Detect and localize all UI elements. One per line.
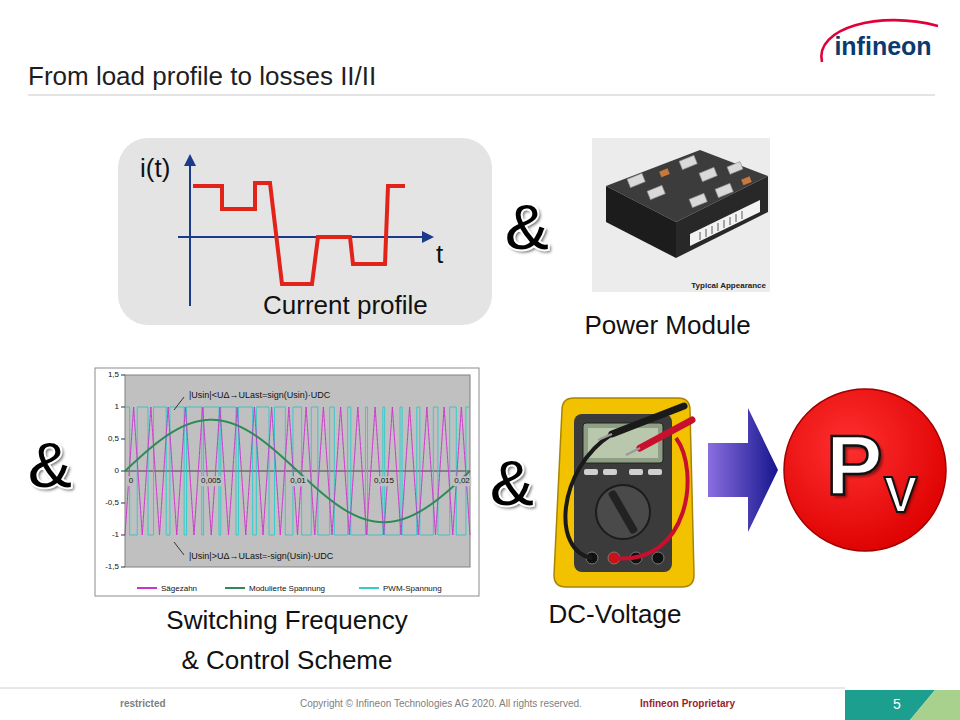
- legend-entry: Modulierte Spannung: [224, 582, 325, 594]
- power-module-illustration: [592, 138, 770, 292]
- current-waveform: [193, 183, 405, 284]
- axis-tick-label: 0: [128, 476, 134, 486]
- ampersand-symbol: &: [503, 188, 551, 267]
- logo-wordmark: infineon: [834, 31, 931, 61]
- legend-swatch-line: [225, 587, 245, 589]
- current-profile-panel: i(t) tCurrent profile: [118, 138, 492, 325]
- slide-title: From load profile to losses II/II: [28, 61, 376, 92]
- sawtooth-curve: [125, 407, 470, 535]
- pwm-voltage-curve: [125, 407, 470, 535]
- modulated-voltage-curve: [125, 420, 470, 522]
- page-number: 5: [893, 696, 901, 713]
- legend-label: Modulierte Spannung: [249, 584, 325, 593]
- page-number-accent: [910, 690, 960, 720]
- logo-swoosh: [821, 20, 938, 62]
- chart-annotation: |Usin|<UΔ→ULast=sign(Usin)·UDC: [188, 390, 331, 401]
- axis-tick-label: 1,5: [108, 370, 119, 380]
- axis-tick-mark: [121, 567, 125, 568]
- axis-tick-label: -0,5: [105, 498, 119, 508]
- figure-caption: DC-Voltage: [530, 599, 700, 630]
- legend-swatch: [224, 585, 246, 591]
- pwm-chart-figure: Switching Frequency & Control Scheme: [95, 368, 479, 682]
- power-module-figure: Power Module: [560, 138, 775, 343]
- legend-entry: PWM-Spannung: [358, 582, 442, 594]
- multimeter-figure: DC-Voltage: [530, 392, 700, 635]
- figure-caption: Power Module: [560, 310, 775, 341]
- axis-label: i(t): [140, 153, 170, 184]
- y-axis: [189, 164, 191, 306]
- axis-tick-label: 0,02: [453, 476, 471, 486]
- leader-line: [174, 397, 184, 410]
- chart-frame: [95, 368, 479, 596]
- y-axis-arrowhead: [184, 154, 196, 166]
- legend-swatch-line: [359, 587, 379, 589]
- ampersand-symbol: &: [488, 444, 536, 523]
- axis-tick-label: 0,015: [373, 476, 395, 486]
- x-axis-arrowhead: [422, 231, 434, 243]
- axis-tick-label: -1: [112, 530, 119, 540]
- axis-tick-mark: [121, 407, 125, 408]
- block-arrow: [708, 408, 778, 532]
- legend-swatch: [358, 585, 380, 591]
- footer-rule: [0, 688, 845, 689]
- axis-tick-mark: [121, 439, 125, 440]
- legend-label: Sägezahn: [161, 584, 197, 593]
- legend-label: PWM-Spannung: [383, 584, 442, 593]
- footer-classification: restricted: [120, 698, 166, 710]
- legend-swatch-line: [137, 587, 157, 589]
- axis-tick-label: 0,5: [108, 434, 119, 444]
- chart-annotation: |Usin|>UΔ→ULast=-sign(Usin)·UDC: [188, 551, 334, 562]
- loss-symbol: P: [826, 423, 883, 508]
- plot-area: [125, 375, 470, 567]
- axis-tick-mark: [121, 375, 125, 376]
- loss-subscript: V: [884, 470, 917, 520]
- axis-tick-label: 0,005: [200, 476, 222, 486]
- axis-tick-mark: [121, 471, 125, 472]
- ampersand-symbol: &: [26, 426, 74, 505]
- multimeter-illustration: [554, 398, 694, 587]
- title-rule: [28, 95, 935, 96]
- legend-swatch: [136, 585, 158, 591]
- footer-copyright: Copyright © Infineon Technologies AG 202…: [300, 698, 582, 710]
- axis-tick-label: -1,5: [105, 562, 119, 572]
- axis-tick-label: 0: [115, 466, 119, 476]
- axis-label: t: [436, 239, 443, 270]
- axis-tick-label: 0,01: [289, 476, 307, 486]
- legend-entry: Sägezahn: [136, 582, 197, 594]
- loss-circle: PV: [782, 387, 948, 553]
- loss-circle-outline: [784, 389, 946, 551]
- leader-line: [174, 542, 184, 555]
- figure-caption: Switching Frequency & Control Scheme: [161, 600, 413, 680]
- footer-proprietary: Infineon Proprietary: [640, 698, 735, 710]
- axis-tick-mark: [121, 535, 125, 536]
- axis-tick-label: 1: [115, 402, 119, 412]
- panel-caption: Current profile: [263, 290, 428, 321]
- image-caption: Typical Appearance: [691, 281, 766, 291]
- axis-tick-mark: [121, 503, 125, 504]
